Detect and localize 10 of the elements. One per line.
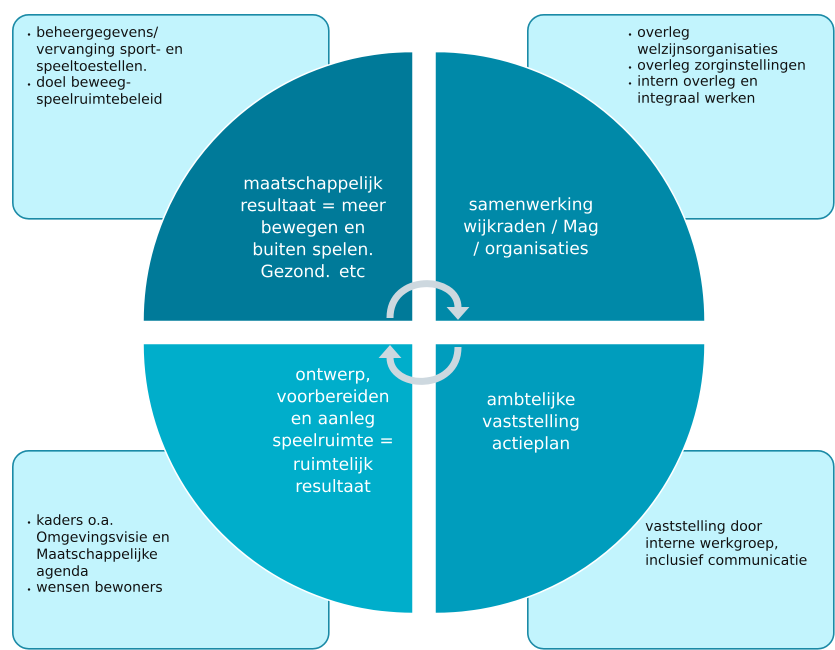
segment-label: samenwerking wijkraden / Mag / organisaties bbox=[464, 197, 598, 258]
bullet-item: intern overleg en integraal werken bbox=[628, 75, 757, 106]
segment-label: ambtelijke vaststelling actieplan bbox=[482, 392, 578, 453]
note-text: vaststelling door interne werkgroep, inclusief communicatie bbox=[646, 520, 807, 566]
bullet-item: doel beweeg- speelruimtebeleid bbox=[28, 76, 162, 107]
bullet-item: wensen bewoners bbox=[28, 581, 162, 592]
bullet-item: overleg zorginstellingen bbox=[628, 59, 805, 73]
bullet-item: beheergegevens/ vervanging sport- en speeltoestellen. bbox=[28, 26, 182, 74]
segment-label: maatschappelijk resultaat = meer bewegen en buiten spelen. Gezond. etc bbox=[242, 176, 386, 278]
segment-label: ruimtelijk resultaat bbox=[294, 457, 374, 492]
